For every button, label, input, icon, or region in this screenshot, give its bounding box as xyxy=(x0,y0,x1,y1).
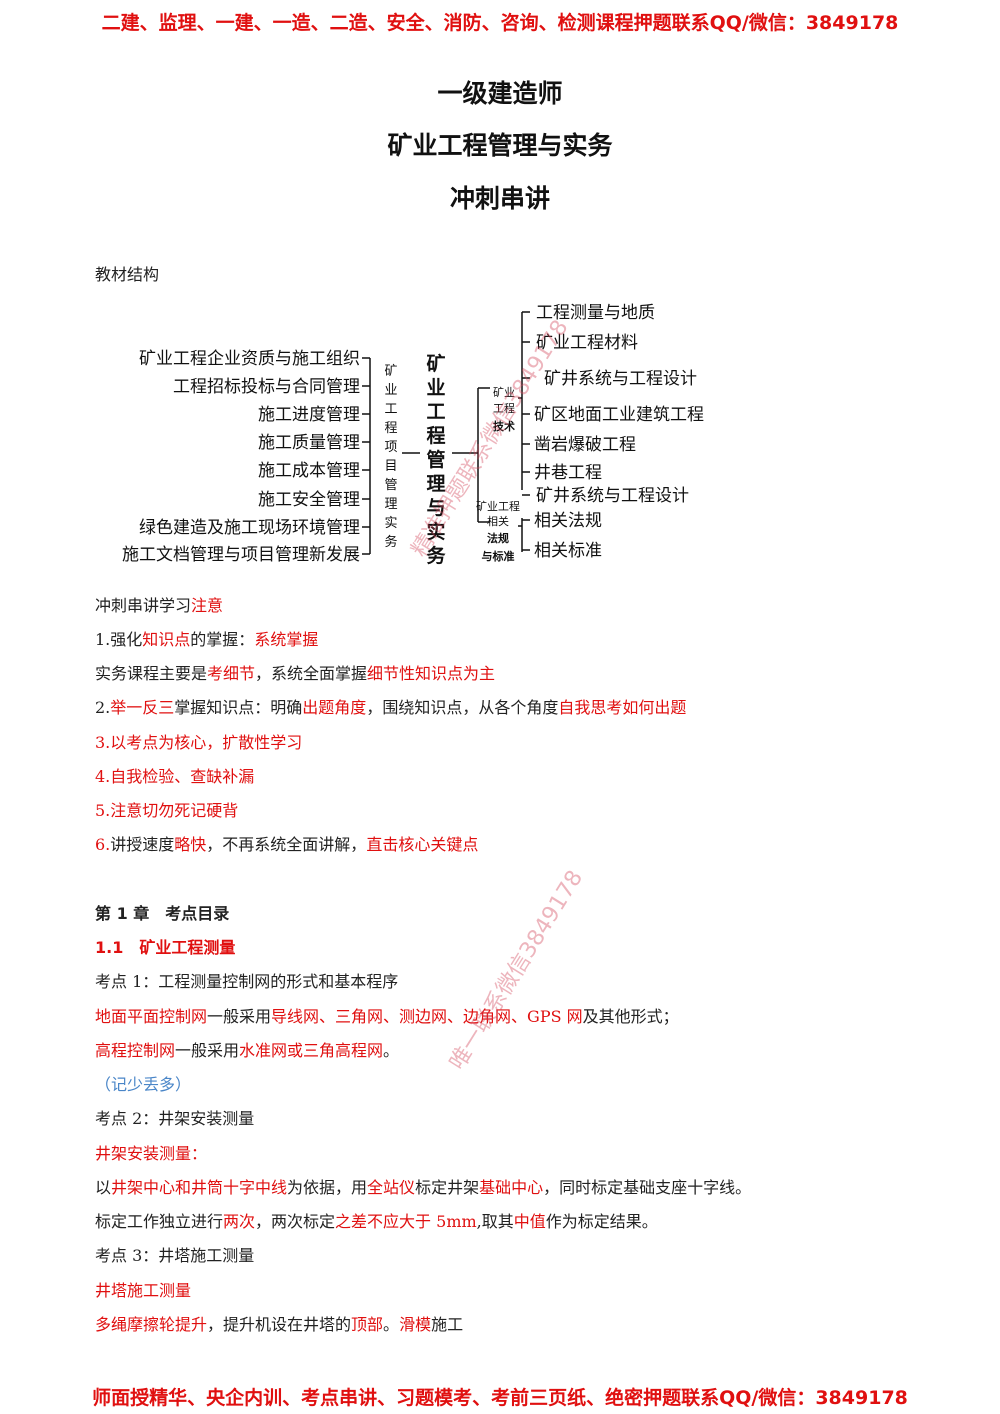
right-group2-part: 法规 xyxy=(487,531,509,545)
note-2: 2.举一反三掌握知识点：明确出题角度，围绕知识点，从各个角度自我思考如何出题 xyxy=(95,698,687,717)
left-group-char: 理 xyxy=(384,497,397,512)
kaodian-2-title: 考点 2：井架安装测量 xyxy=(95,1109,255,1128)
center-char: 实 xyxy=(426,520,445,543)
title-line-1: 一级建造师 xyxy=(437,79,563,108)
structure-diagram: 矿业工程企业资质与施工组织工程招标投标与合同管理施工进度管理施工质量管理施工成本… xyxy=(122,303,704,567)
kaodian-1-title: 考点 1：工程测量控制网的形式和基本程序 xyxy=(95,972,399,991)
center-char: 管 xyxy=(426,448,445,471)
right-item: 矿井系统与工程设计 xyxy=(544,369,697,389)
left-group-char: 实 xyxy=(384,516,397,531)
right-item: 矿井系统与工程设计 xyxy=(536,486,689,506)
right-items1: 工程测量与地质矿业工程材料矿井系统与工程设计矿区地面工业建筑工程凿岩爆破工程井巷… xyxy=(522,303,704,506)
note-1: 1.强化知识点的掌握：系统掌握 xyxy=(95,630,319,649)
left-item: 施工成本管理 xyxy=(258,461,360,481)
right-group1-part: 技术 xyxy=(493,419,515,433)
center-char: 业 xyxy=(426,377,445,399)
right-group2-part: 与标准 xyxy=(482,549,515,563)
left-item: 施工文档管理与项目管理新发展 xyxy=(122,545,360,565)
center-char: 与 xyxy=(426,497,445,519)
left-group-char: 程 xyxy=(384,421,397,436)
right-group2-part: 相关 xyxy=(487,514,509,528)
left-group-char: 务 xyxy=(384,534,397,550)
chapter-title: 第 1 章 考点目录 xyxy=(95,904,230,923)
watermark-2: 唯一联系微信3849178 xyxy=(445,866,589,1075)
center-char: 务 xyxy=(426,544,446,567)
section-title: 1.1 矿业工程测量 xyxy=(95,938,236,957)
notes-intro: 冲刺串讲学习注意 xyxy=(95,596,224,615)
kaodian-3-line-a: 多绳摩擦轮提升，提升机设在井塔的顶部。滑模施工 xyxy=(95,1315,464,1334)
kaodian-3-head: 井塔施工测量 xyxy=(95,1281,192,1300)
left-group-char: 目 xyxy=(384,459,397,474)
left-item: 工程招标投标与合同管理 xyxy=(173,377,360,397)
right-group1-part: 工程 xyxy=(493,402,515,415)
kaodian-1-note: （记少丢多） xyxy=(95,1075,192,1094)
top-banner: 二建、监理、一建、一造、二造、安全、消防、咨询、检测课程押题联系QQ/微信：38… xyxy=(101,12,899,34)
title-line-2: 矿业工程管理与实务 xyxy=(387,131,613,160)
right-item: 矿区地面工业建筑工程 xyxy=(534,405,704,425)
right-group2-part: 矿业工程 xyxy=(476,500,520,513)
structure-heading: 教材结构 xyxy=(95,265,160,284)
right-item: 井巷工程 xyxy=(534,463,602,483)
left-item: 施工安全管理 xyxy=(258,490,360,510)
right-group1-part: 矿业 xyxy=(493,386,515,399)
right-item: 矿业工程材料 xyxy=(536,333,638,353)
left-item: 施工质量管理 xyxy=(258,433,360,453)
title-line-3: 冲刺串讲 xyxy=(449,184,550,213)
center-char: 理 xyxy=(426,473,445,495)
left-item: 施工进度管理 xyxy=(258,405,360,425)
bottom-banner: 师面授精华、央企内训、考点串讲、习题模考、考前三页纸、绝密押题联系QQ/微信：3… xyxy=(92,1387,908,1409)
center-label: 矿业工程管理与实务 xyxy=(426,352,446,567)
right-item: 相关标准 xyxy=(534,541,602,561)
kaodian-2-line-a: 以井架中心和井筒十字中线为依据，用全站仪标定井架基础中心，同时标定基础支座十字线… xyxy=(95,1178,752,1197)
left-group-char: 管 xyxy=(384,478,397,493)
left-item: 绿色建造及施工现场环境管理 xyxy=(139,518,360,538)
kaodian-2-line-b: 标定工作独立进行两次，两次标定之差不应大于 5mm,取其中值作为标定结果。 xyxy=(95,1212,658,1231)
kaodian-1-line-a: 地面平面控制网一般采用导线网、三角网、测边网、边角网、GPS 网及其他形式； xyxy=(95,1007,679,1026)
note-3: 3.以考点为核心，扩散性学习 xyxy=(95,733,303,752)
left-group-char: 矿 xyxy=(384,364,397,379)
right-item: 凿岩爆破工程 xyxy=(534,435,636,455)
left-group-char: 项 xyxy=(384,440,397,455)
center-char: 程 xyxy=(426,425,445,447)
left-item: 矿业工程企业资质与施工组织 xyxy=(139,349,360,369)
right-item: 工程测量与地质 xyxy=(536,303,655,323)
note-4: 4.自我检验、查缺补漏 xyxy=(95,767,255,786)
kaodian-2-head: 井架安装测量： xyxy=(95,1144,208,1163)
left-items: 矿业工程企业资质与施工组织工程招标投标与合同管理施工进度管理施工质量管理施工成本… xyxy=(122,349,360,565)
note-5: 5.注意切勿死记硬背 xyxy=(95,801,239,820)
left-group-char: 工 xyxy=(384,402,397,417)
note-1-sub: 实务课程主要是考细节，系统全面掌握细节性知识点为主 xyxy=(95,664,496,683)
right-item: 相关法规 xyxy=(534,511,602,531)
left-group-char: 业 xyxy=(384,383,397,398)
kaodian-1-line-b: 高程控制网一般采用水准网或三角高程网。 xyxy=(95,1041,400,1060)
kaodian-3-title: 考点 3：井塔施工测量 xyxy=(95,1246,255,1265)
center-char: 工 xyxy=(426,401,445,423)
note-6: 6.讲授速度略快，不再系统全面讲解，直击核心关键点 xyxy=(95,835,479,854)
center-char: 矿 xyxy=(426,352,445,375)
